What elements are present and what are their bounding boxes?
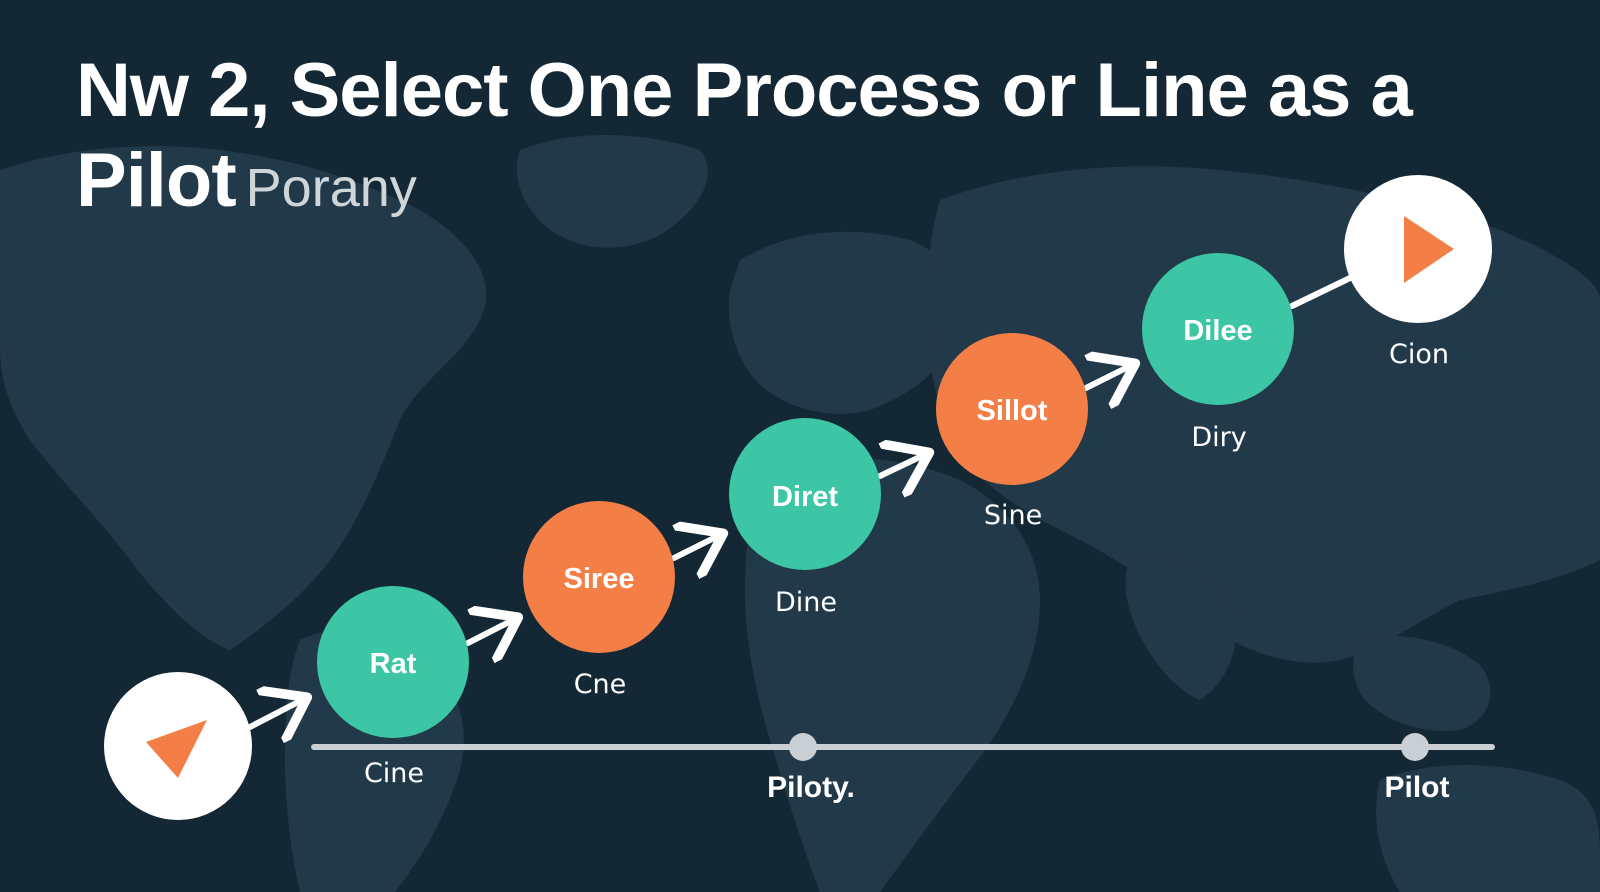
step-label: Rat	[370, 648, 417, 680]
flow-connector-end	[1289, 275, 1353, 309]
flow-arrow-5	[1083, 366, 1130, 388]
continent-india	[1125, 556, 1236, 700]
step-label: Diret	[772, 481, 838, 513]
timeline-marker-1[interactable]	[789, 733, 817, 761]
step-node-4[interactable]: Sillot	[936, 333, 1088, 485]
continent-southeast-asia	[1353, 636, 1491, 731]
step-caption: Cne	[574, 669, 627, 700]
step-caption: Dine	[775, 587, 837, 618]
end-node[interactable]	[1344, 175, 1492, 323]
continent-europe	[728, 231, 963, 414]
step-label: Siree	[564, 563, 635, 595]
continent-greenland	[516, 135, 708, 248]
play-triangle-icon	[1404, 216, 1454, 283]
flow-arrow-4	[877, 455, 924, 476]
flow-arrow-1	[247, 700, 302, 727]
timeline-label-1: Piloty.	[767, 771, 855, 804]
title-main: Nw 2, Select One Process or Line as a Pi…	[76, 48, 1413, 223]
step-label: Dilee	[1183, 315, 1252, 347]
step-caption: Sine	[984, 500, 1042, 531]
play-triangle-icon	[146, 720, 207, 778]
step-node-5[interactable]: Dilee	[1142, 253, 1294, 405]
step-caption: Diry	[1191, 422, 1246, 453]
flow-connectors	[247, 275, 1353, 727]
flow-arrow-2	[465, 620, 513, 643]
step-label: Sillot	[977, 395, 1048, 427]
step-node-1[interactable]: Rat	[317, 586, 469, 738]
timeline-label-2: Pilot	[1385, 771, 1450, 804]
timeline-marker-2[interactable]	[1401, 733, 1429, 761]
start-node[interactable]	[104, 672, 252, 820]
continent-australia	[1376, 765, 1600, 892]
step-node-3[interactable]: Diret	[729, 418, 881, 570]
flow-arrow-3	[671, 536, 718, 558]
continent-north-america	[0, 146, 487, 650]
step-node-2[interactable]: Siree	[523, 501, 675, 653]
end-caption: Cion	[1389, 339, 1449, 370]
page-title: Nw 2, Select One Process or Line as a Pi…	[76, 46, 1526, 233]
step-caption: Cine	[364, 758, 424, 789]
title-subtitle: Porany	[245, 158, 417, 218]
